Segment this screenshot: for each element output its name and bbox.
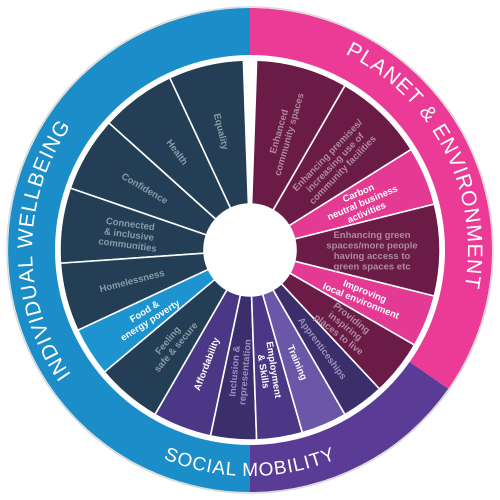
center-hole — [205, 205, 295, 295]
segment-wedge — [168, 59, 250, 210]
segment-wedge — [69, 121, 217, 237]
segment-wedge — [271, 282, 381, 416]
segment-wedge — [59, 187, 208, 265]
segment-wedge — [103, 278, 229, 416]
segment-wedge — [209, 294, 258, 441]
ring-band-social — [250, 361, 449, 492]
segment-wedge — [293, 203, 441, 297]
ring-band-planet — [250, 8, 493, 389]
segment-wedge — [280, 271, 416, 391]
segment-wedge — [250, 293, 304, 441]
segment-wedge — [261, 288, 347, 434]
segment-wedge — [153, 288, 242, 437]
segment-wedge — [287, 148, 436, 240]
segment-wedge — [288, 260, 436, 347]
segment-wedge — [107, 76, 232, 221]
segment-wedge — [76, 268, 216, 374]
segment-wedge — [271, 84, 413, 227]
segment-wedge — [59, 252, 210, 332]
segment-wedge — [250, 59, 347, 212]
ring-band-wellbeing — [8, 8, 250, 492]
category-ring — [8, 8, 493, 492]
